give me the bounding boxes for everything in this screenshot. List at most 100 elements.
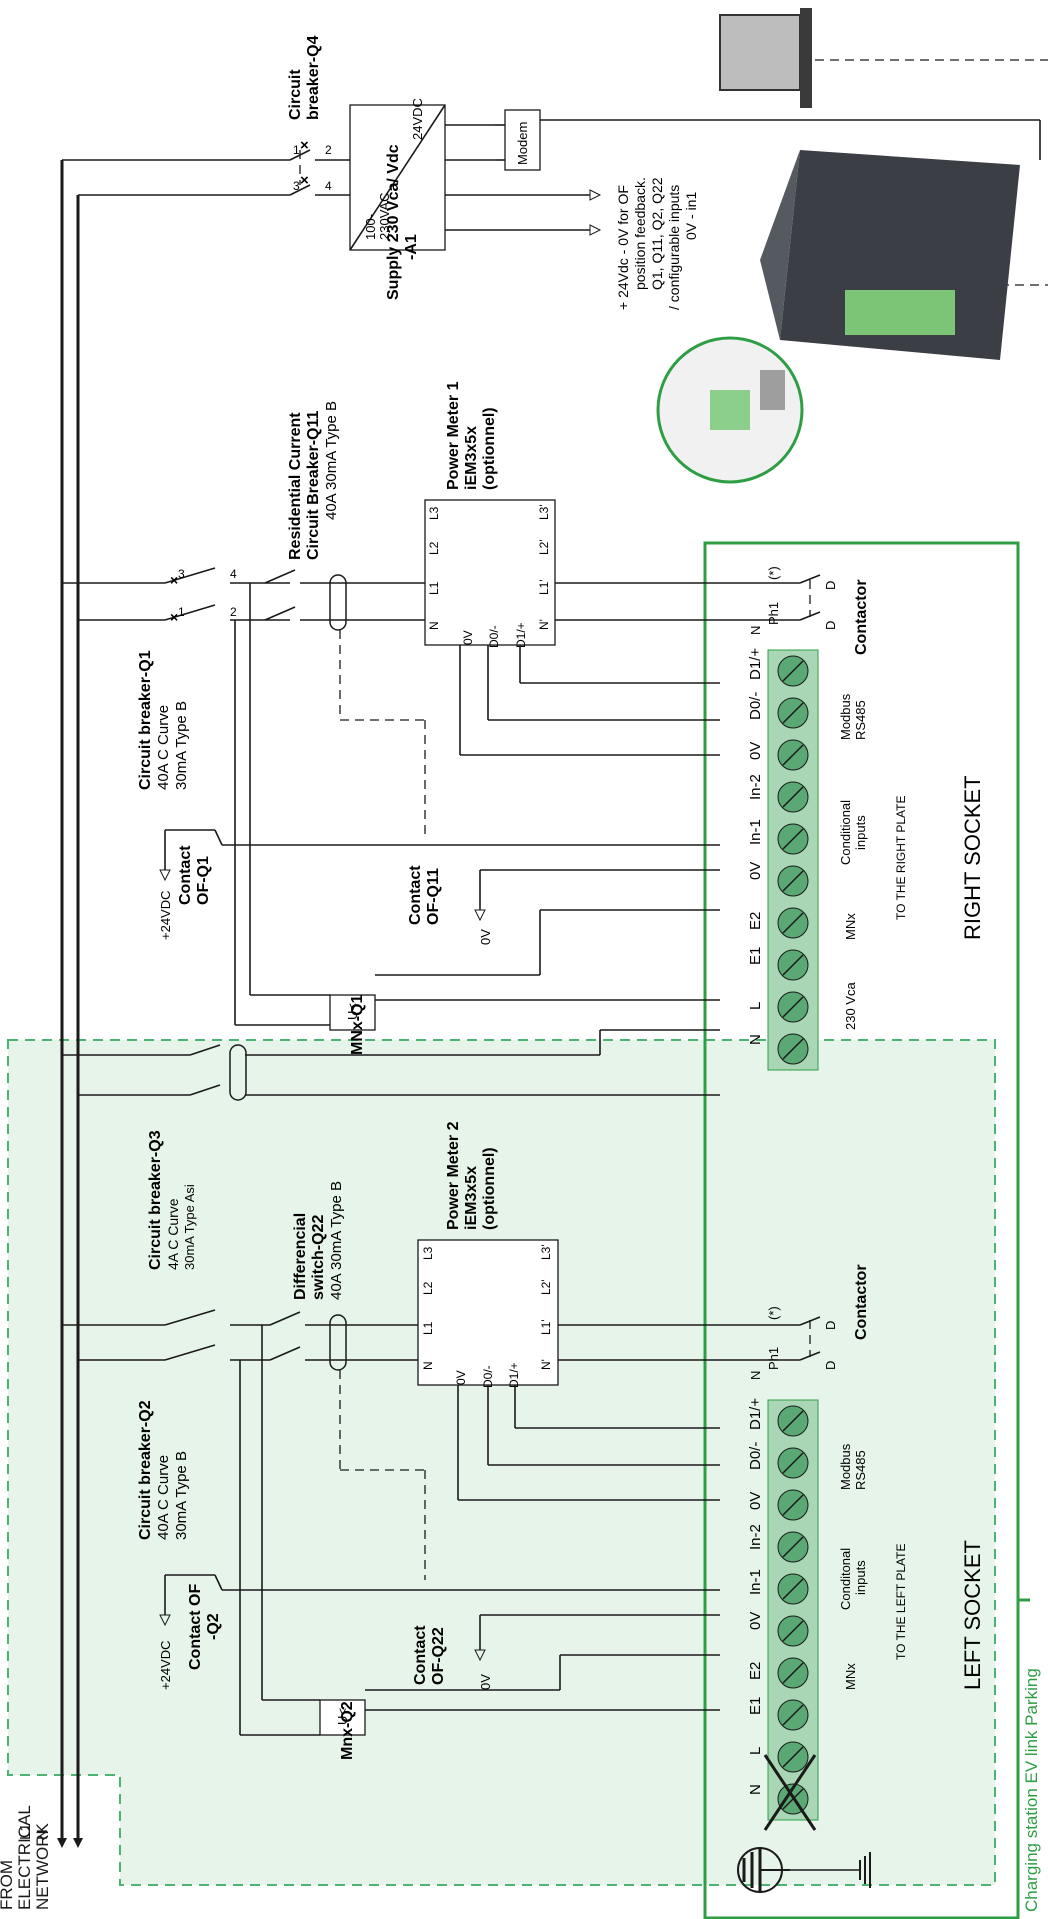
svg-text:position feedback.: position feedback. [632, 177, 648, 290]
svg-text:In-2: In-2 [747, 1524, 764, 1550]
charging-station-image [656, 150, 1020, 484]
svg-text:L2': L2' [539, 1279, 553, 1295]
screw-slot [782, 702, 804, 724]
svg-text:-A1: -A1 [403, 234, 420, 260]
svg-text:E1: E1 [747, 1697, 764, 1715]
svg-text:D: D [823, 621, 838, 630]
svg-text:E2: E2 [747, 912, 764, 930]
svg-text:In-1: In-1 [747, 1569, 764, 1595]
left-socket-zone [7, 1039, 996, 1886]
q4-label: Circuit breaker-Q4 [287, 35, 322, 120]
svg-text:40A C Curve: 40A C Curve [155, 705, 172, 790]
svg-text:0V - in1: 0V - in1 [683, 192, 699, 240]
svg-text:4A C Curve: 4A C Curve [165, 1198, 181, 1270]
svg-text:D0/-: D0/- [747, 1442, 764, 1470]
svg-text:Circuit Breaker-Q11: Circuit Breaker-Q11 [305, 410, 322, 560]
a1-output-label: 24VDC [410, 98, 425, 140]
svg-text:D0/-: D0/- [481, 1365, 495, 1388]
svg-text:0V: 0V [747, 862, 764, 880]
svg-text:40A 30mA Type B: 40A 30mA Type B [328, 1181, 345, 1300]
contact-of-q1: +24VDC Contact OF-Q1 [158, 829, 720, 940]
svg-text:100-: 100- [363, 214, 378, 240]
screw-slot [782, 1410, 804, 1432]
svg-text:OF-Q1: OF-Q1 [195, 856, 212, 905]
left-socket-title: LEFT SOCKET [960, 1540, 985, 1690]
right-terminal-block: N L E1 E2 0V In-1 In-2 0V D0/- D1/+ 230 … [747, 648, 985, 1071]
svg-text:Contactor: Contactor [853, 1264, 870, 1340]
pm2-label: Power Meter 2 iEM3x5x (optionnel) [445, 1121, 498, 1230]
svg-text:N: N [748, 1371, 763, 1380]
mnx-q2: U< Mnx-Q2 [239, 1325, 720, 1760]
svg-text:30mA Type B: 30mA Type B [173, 701, 190, 790]
svg-text:L1: L1 [427, 581, 441, 595]
svg-text:×: × [300, 137, 309, 154]
svg-text:-Q2: -Q2 [205, 1613, 222, 1640]
screw-slot [782, 912, 804, 934]
svg-text:N: N [427, 621, 441, 630]
svg-text:×: × [300, 172, 309, 189]
svg-text:Modbus: Modbus [838, 693, 853, 740]
modem-box [504, 109, 541, 171]
svg-text:Differencial: Differencial [292, 1213, 309, 1300]
svg-text:N: N [34, 1829, 51, 1840]
svg-text:Contactor: Contactor [853, 579, 870, 655]
svg-text:(optionnel): (optionnel) [481, 1147, 498, 1230]
diff-switch-q22 [269, 1311, 418, 1371]
contact-of-q11: 0V Contact OF-Q11 [339, 630, 720, 945]
svg-text:Power Meter 2: Power Meter 2 [445, 1121, 462, 1230]
screw-slot [782, 660, 804, 682]
screw-slot [782, 954, 804, 976]
svg-text:30mA Type B: 30mA Type B [173, 1451, 190, 1540]
svg-text:FROM: FROM [0, 1860, 16, 1910]
mnx-q1: U< MNx-Q1 [234, 583, 720, 1055]
svg-text:D1/+: D1/+ [514, 622, 528, 648]
svg-text:N: N [748, 626, 763, 635]
svg-text:Conditional: Conditional [838, 800, 853, 865]
svg-text:D0/-: D0/- [747, 692, 764, 720]
screw-slot [782, 1038, 804, 1060]
svg-text:Contact: Contact [407, 865, 424, 925]
svg-text:L3': L3' [537, 504, 551, 520]
screw-slot [782, 744, 804, 766]
svg-text:30mA Type Asi: 30mA Type Asi [182, 1184, 197, 1270]
svg-text:U<: U< [345, 1003, 360, 1020]
source-label: FROM ELECTRICAL NETWORK L1 N [0, 1805, 52, 1910]
svg-text:D: D [823, 1361, 838, 1370]
svg-text:Circuit breaker-Q1: Circuit breaker-Q1 [137, 650, 154, 790]
svg-text:D1/+: D1/+ [747, 1398, 764, 1430]
pm2-terminals: N L1 L2 L3 N' L1' L2' L3' 0V D0/- D1/+ [421, 1244, 553, 1388]
svg-text:L2': L2' [537, 539, 551, 555]
svg-text:Circuit: Circuit [287, 69, 304, 120]
screw-slot [782, 1578, 804, 1600]
svg-text:Supply 230 Vca/ Vdc: Supply 230 Vca/ Vdc [385, 144, 402, 300]
svg-text:0V: 0V [747, 1492, 764, 1510]
svg-text:N': N' [537, 619, 551, 630]
pm1-label: Power Meter 1 iEM3x5x (optionnel) [445, 381, 498, 490]
svg-text:TO THE LEFT PLATE: TO THE LEFT PLATE [894, 1544, 908, 1660]
svg-text:N: N [747, 1034, 764, 1045]
svg-text:3: 3 [178, 567, 185, 581]
svg-text:4: 4 [325, 179, 332, 193]
svg-text:230VAC: 230VAC [377, 193, 392, 240]
svg-text:D0/-: D0/- [487, 625, 501, 648]
svg-text:inputs: inputs [853, 815, 868, 850]
earth-icon [737, 1847, 871, 1893]
svg-text:ELECTRICAL: ELECTRICAL [15, 1805, 34, 1910]
breaker-q2 [62, 1309, 270, 1361]
svg-text:Power Meter 1: Power Meter 1 [445, 381, 462, 490]
svg-text:Charging station EV link Parki: Charging station EV link Parking [1022, 1668, 1041, 1912]
svg-text:N: N [747, 1784, 764, 1795]
screw-slot [782, 1536, 804, 1558]
power-meter-2 [417, 1239, 559, 1386]
svg-text:40A C Curve: 40A C Curve [155, 1455, 172, 1540]
svg-text:Q1, Q11, Q2, Q22: Q1, Q11, Q2, Q22 [649, 177, 665, 290]
a1-input-label: 100- 230VAC [363, 193, 392, 240]
svg-text:0V: 0V [478, 1674, 493, 1690]
svg-text:OF-Q22: OF-Q22 [430, 1627, 447, 1685]
svg-text:L3: L3 [427, 506, 441, 520]
svg-text:Ph1: Ph1 [766, 602, 781, 625]
breaker-q3 [62, 1029, 720, 1101]
svg-text:(optionnel): (optionnel) [481, 407, 498, 490]
svg-text:40A 30mA Type B: 40A 30mA Type B [323, 401, 340, 520]
